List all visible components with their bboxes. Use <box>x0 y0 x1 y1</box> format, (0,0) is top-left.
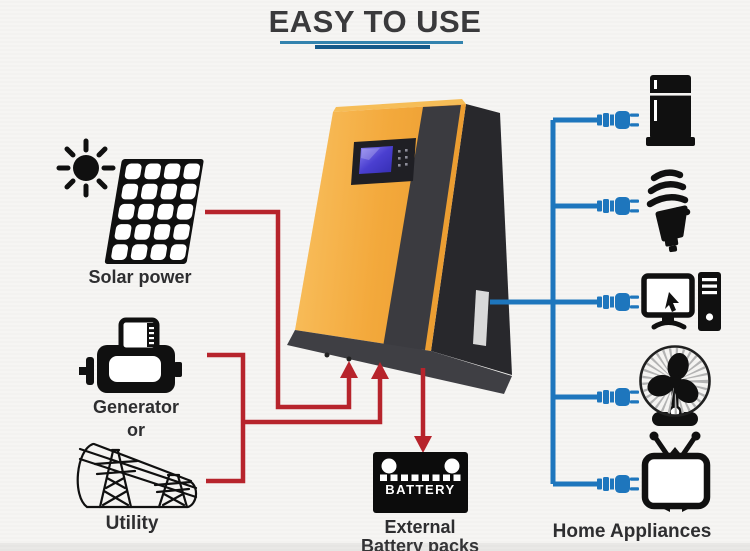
battery-caption-line1: External <box>384 517 456 537</box>
sun-icon <box>56 138 116 198</box>
utility-towers-icon <box>76 442 198 509</box>
solar-power-label: Solar power <box>88 267 192 287</box>
title-underline-light <box>280 41 463 44</box>
tv-icon <box>641 431 711 512</box>
title-underline-dark <box>315 45 430 49</box>
solar-panel-icon <box>104 159 204 264</box>
output-wires <box>490 111 639 493</box>
bottom-edge-shade <box>0 543 750 551</box>
page-title: EASY TO USE <box>268 4 482 39</box>
utility-label: Utility <box>105 513 159 534</box>
inverter-stripe <box>383 105 461 350</box>
solar-wire <box>205 209 352 410</box>
cursor-icon <box>665 292 679 312</box>
power-plug-icon <box>590 111 639 129</box>
home-appliances-label: Home Appliances <box>552 521 712 542</box>
generator-icon <box>79 317 182 393</box>
inverter-lcd-screen <box>359 146 393 174</box>
power-plug-icon <box>590 475 639 493</box>
input-wires <box>205 209 432 484</box>
refrigerator-icon <box>646 75 695 146</box>
solar-arrow-icon <box>340 361 358 378</box>
inverter-buttons <box>398 149 408 167</box>
or-label: or <box>127 420 145 440</box>
battery-icon <box>373 452 468 513</box>
battery-arrow-icon <box>414 436 432 453</box>
inverter-side-sticker <box>473 290 489 346</box>
cfl-bulb-icon <box>646 169 691 253</box>
desktop-computer-icon <box>641 272 721 331</box>
inverter-photo <box>287 99 512 394</box>
power-plug-icon <box>590 293 639 311</box>
generator-label: Generator <box>92 397 180 417</box>
battery-badge: BATTERY <box>385 482 456 497</box>
generator-utility-wire <box>206 352 246 484</box>
power-plug-icon <box>590 388 639 406</box>
ac-input-wire <box>243 379 383 425</box>
battery-caption-line2: Battery packs <box>360 536 480 551</box>
power-plug-icon <box>590 197 639 215</box>
table-fan-icon <box>639 345 711 426</box>
ac-input-arrow-icon <box>371 362 389 379</box>
